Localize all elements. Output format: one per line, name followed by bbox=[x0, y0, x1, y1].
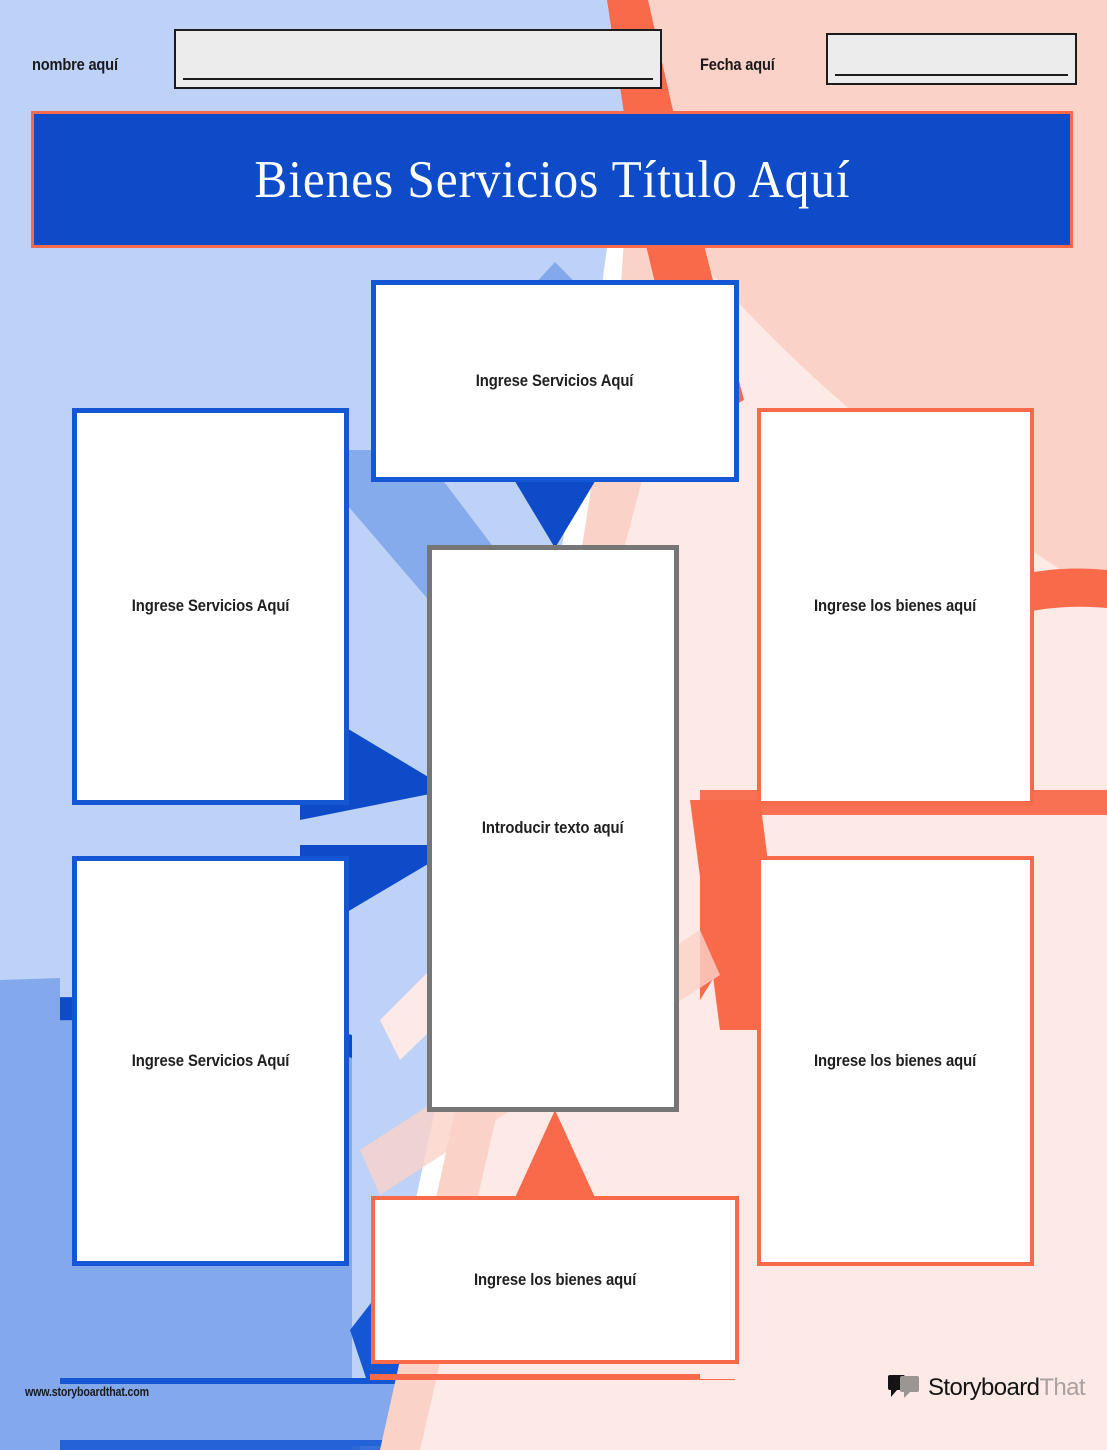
arrow-up-orange-icon bbox=[513, 1110, 597, 1202]
storyboardthat-logo[interactable]: StoryboardThat bbox=[887, 1374, 1086, 1402]
footer-website-url[interactable]: www.storyboardthat.com bbox=[25, 1384, 149, 1399]
date-input-rule bbox=[835, 74, 1068, 76]
date-input[interactable] bbox=[826, 33, 1077, 85]
node-left-services-2[interactable]: Ingrese Servicios Aquí bbox=[72, 856, 349, 1266]
node-center-text[interactable]: Introducir texto aquí bbox=[427, 545, 679, 1112]
brand-second-word: That bbox=[1039, 1374, 1085, 1401]
node-right-2-label: Ingrese los bienes aquí bbox=[814, 1051, 977, 1070]
header-fields: nombre aquí Fecha aquí bbox=[0, 0, 1107, 105]
node-right-goods-2[interactable]: Ingrese los bienes aquí bbox=[757, 856, 1034, 1266]
name-label: nombre aquí bbox=[32, 55, 118, 74]
page-title: Bienes Servicios Título Aquí bbox=[253, 150, 851, 209]
node-center-label: Introducir texto aquí bbox=[482, 819, 624, 838]
title-banner[interactable]: Bienes Servicios Título Aquí bbox=[31, 111, 1073, 248]
node-left-1-label: Ingrese Servicios Aquí bbox=[131, 597, 290, 616]
node-top-services[interactable]: Ingrese Servicios Aquí bbox=[371, 280, 739, 482]
arrow-down-blue-icon bbox=[513, 478, 597, 548]
node-left-2-label: Ingrese Servicios Aquí bbox=[131, 1051, 290, 1070]
speech-bubbles-icon bbox=[887, 1375, 919, 1398]
node-top-label: Ingrese Servicios Aquí bbox=[476, 371, 634, 390]
brand-first-word: Storyboard bbox=[927, 1374, 1040, 1401]
node-left-services-1[interactable]: Ingrese Servicios Aquí bbox=[72, 408, 349, 805]
storyboardthat-wordmark: StoryboardThat bbox=[927, 1374, 1086, 1402]
node-bottom-goods[interactable]: Ingrese los bienes aquí bbox=[371, 1196, 739, 1364]
name-input-rule bbox=[183, 78, 653, 80]
node-right-goods-1[interactable]: Ingrese los bienes aquí bbox=[757, 408, 1034, 805]
name-input[interactable] bbox=[174, 29, 662, 89]
date-label: Fecha aquí bbox=[700, 55, 775, 74]
node-right-1-label: Ingrese los bienes aquí bbox=[814, 597, 977, 616]
node-bottom-label: Ingrese los bienes aquí bbox=[473, 1270, 637, 1289]
